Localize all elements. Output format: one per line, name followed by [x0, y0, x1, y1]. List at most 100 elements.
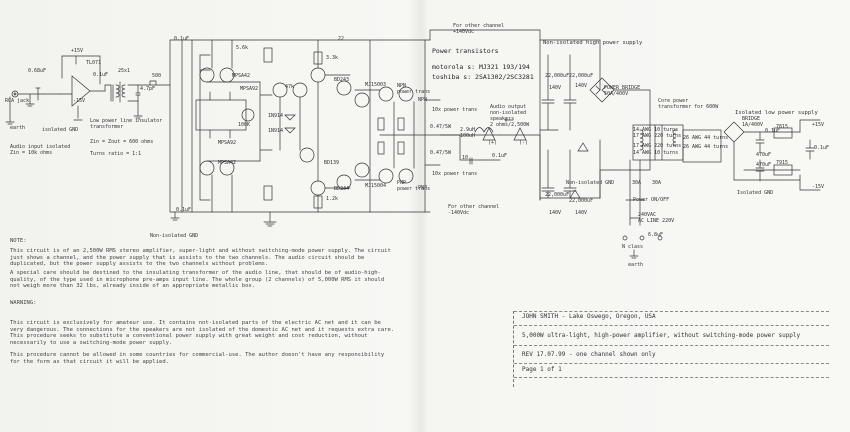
r-22-label: 22 — [338, 36, 345, 42]
mpsa92b-label: MPSA92 — [218, 140, 237, 146]
cap-22000-b: 22,000uF — [569, 73, 594, 79]
diode1-label: 1N914 — [268, 113, 284, 119]
output-stage — [354, 39, 461, 213]
ac-line-label: 240VAC AC LINE 220V — [638, 212, 675, 224]
warning-paragraph-2: This procedure cannot be allowed in some… — [10, 352, 385, 365]
title-author: JOHN SMITH - Lake Oswego, Oregon, USA — [522, 313, 656, 320]
awg-26-b: 26 AWG 44 turns — [683, 144, 729, 150]
isolated-gnd-right-label: Isolated GND — [737, 190, 774, 196]
pnp-tag: PNP — [418, 185, 428, 191]
isolated-low-supply — [682, 119, 821, 191]
awg-17-a: 17 AWG 220 turns — [633, 133, 682, 139]
r-47k-label: 47k — [285, 84, 295, 90]
isolated-gnd-input-label: isolated GND — [42, 127, 79, 133]
nonisolated-hp-label: Non-isolated high power supply — [543, 40, 643, 46]
rca-jack-label: RCA jack — [5, 98, 30, 104]
voltage-amplifier — [169, 39, 431, 213]
cap-470-a: 470uF — [756, 152, 772, 158]
warning-paragraph-1: This circuit is exclusively for amateur … — [10, 320, 395, 346]
cap-22000-d: 22,000uF — [569, 198, 594, 204]
cap-47pf-label: 4.7pF — [140, 86, 156, 92]
zin-label: Zin = Zout = 600 ohms — [90, 139, 154, 145]
mpsa92-label: MPSA92 — [240, 86, 259, 92]
title-description: 5,000W ultra-light, high-power amplifier… — [522, 332, 801, 339]
hf-coil-label: 2.9uH 100uH — [460, 127, 476, 139]
cap-01uf-opamp: 0.1uF — [93, 72, 109, 78]
awg-14-bottom: 14 AWG 10 turns — [633, 150, 679, 156]
warning-heading: WARNING: — [10, 300, 37, 306]
r-047-a: 0.47/5W — [430, 124, 452, 130]
plus15v-label: +15V — [812, 122, 825, 128]
awg-17-b: 17 AWG 220 turns — [633, 143, 682, 149]
pnp-power-label: PNP power trans — [397, 180, 431, 192]
cap-01uf-bottom-label: 0.1uF — [176, 207, 192, 213]
bd139-label: BD139 — [324, 160, 340, 166]
v140-b: 140V — [575, 83, 588, 89]
note-paragraph-2: A special care should be destined to the… — [10, 270, 385, 290]
n-class-label: N class — [622, 244, 644, 250]
audio-input-label: Audio input isolated Zin = 10k ohms — [10, 144, 71, 156]
mpsa42b-label: MPSA42 — [218, 160, 237, 166]
opamp-label: TL071 — [86, 60, 102, 66]
v140-c: 140V — [549, 210, 562, 216]
cap-68-label: 6.8uF — [648, 232, 664, 238]
earth-label: earth — [10, 125, 26, 131]
v140-d: 140V — [575, 210, 588, 216]
awg-26-a: 26 AWG 44 turns — [683, 135, 729, 141]
output-network — [429, 29, 541, 201]
note-paragraph-1: This circuit is of an 2,500W RMS stereo … — [10, 248, 391, 268]
mj15003-label: MJ15003 — [365, 82, 387, 88]
input-stage — [5, 55, 171, 125]
cap-01-a: 0.1uF — [765, 128, 781, 134]
reg-7815-label: 7815 — [776, 124, 789, 130]
npn-power-label: NPN power trans — [397, 83, 431, 95]
tf-ratio-label: 25x1 — [118, 68, 131, 74]
earth-plug-label: earth — [628, 262, 644, 268]
ten-power-trans-b: 10x power trans — [432, 171, 478, 177]
ac-gnd-label: Non-isolated GND — [150, 233, 199, 239]
driver-pnp-label: BD244 — [334, 186, 350, 192]
cap-22000-a: 22,000uF — [545, 73, 570, 79]
power-bridge-label: POWER BRIDGE 50A/400V — [604, 85, 641, 97]
note-heading: NOTE: — [10, 238, 27, 244]
title-revision: REV 17.07.99 - one channel shown only — [522, 351, 656, 358]
cap-470-b: 470uF — [756, 162, 772, 168]
r-047-b: 0.47/5W — [430, 150, 452, 156]
diode2-label: 1N914 — [268, 128, 284, 134]
nonisolated-gnd-label: Non-isolated GND — [566, 180, 615, 186]
toshiba-label: toshiba s: 2SA1302/2SC3281 — [432, 73, 534, 81]
ten-power-trans-a: 10x power trans — [432, 107, 478, 113]
high-power-supply — [539, 39, 651, 199]
power-switch-label: Power ON/OFF — [633, 197, 670, 203]
npn-tag: NPN — [418, 97, 428, 103]
r-500-label: 500 — [152, 73, 162, 79]
minus15v-opamp-label: -15V — [73, 98, 86, 104]
isolated-low-supply-label: Isolated low power supply — [735, 110, 818, 116]
title-page: Page 1 of 1 — [522, 366, 562, 373]
r-56k-label: 5.6k — [236, 45, 249, 51]
turns-ratio-label: Turns ratio = 1:1 — [90, 151, 142, 157]
ground-symbols — [170, 189, 581, 227]
r-100k-label: 100K — [238, 122, 251, 128]
mpsa42-label: MPSA42 — [232, 73, 251, 79]
bridge-small-label: BRIDGE 1A/400V — [742, 116, 764, 128]
title-block: JOHN SMITH - Lake Oswego, Oregon, USA 5,… — [513, 311, 829, 387]
driver-npn-label: BD243 — [334, 77, 350, 83]
audio-output-label: Audio output non-isolated speakers 2 ohm… — [490, 104, 530, 128]
cap-01uf-top-label: 0.1uF — [174, 36, 190, 42]
v140-a: 140V — [549, 85, 562, 91]
r-10-output: 10 — [462, 155, 469, 161]
minus15v-label: -15V — [812, 184, 825, 190]
fuse-a-label: 30A — [632, 180, 642, 186]
fuse-b-label: 30A — [652, 180, 662, 186]
plus15v-opamp-label: +15V — [71, 48, 84, 54]
cap-01-b: 0.1uF — [814, 145, 830, 151]
input-cap-label: 0.68uF — [28, 68, 47, 74]
core-transformer-label: Core power transformer for 600W — [658, 98, 719, 110]
motorola-label: motorola s: MJ321 193/194 — [432, 63, 530, 71]
r-33k-label: 3.3k — [326, 55, 339, 61]
r-12k-label: 1.2k — [326, 196, 339, 202]
awg-14-top: 14 AWG 10 turns — [633, 127, 679, 133]
